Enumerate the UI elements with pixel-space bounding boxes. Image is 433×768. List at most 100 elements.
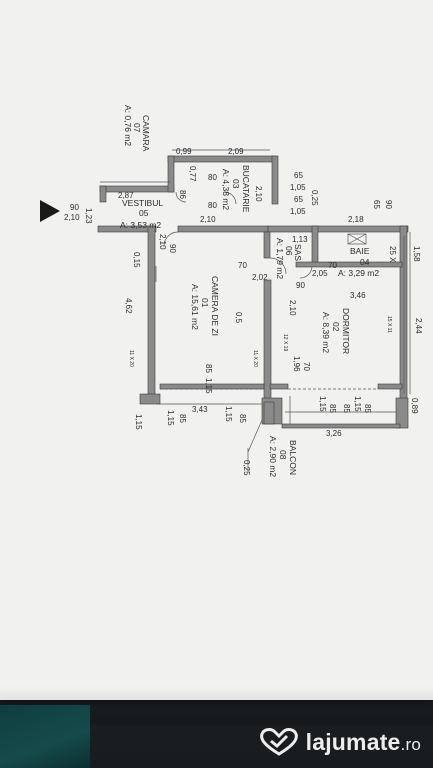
room-sas-num: 06 (284, 246, 294, 256)
dim-label: 1,05 (290, 183, 306, 192)
dim-label: 1,15 (318, 396, 327, 412)
dim-label: 1,15 (134, 414, 143, 430)
dim-label: 0,5 (234, 312, 243, 324)
dim-label: 1,15 (166, 410, 175, 426)
room-baie-area: A: 3,29 m2 (338, 268, 379, 278)
dim-label: 1,96 (292, 356, 301, 372)
room-bucatarie-name: BUCATARIE (241, 165, 251, 213)
dim-label: 2,10 (200, 215, 216, 224)
room-dormitor-name: DORMITOR (341, 308, 351, 354)
dim-label: 1,13 (292, 235, 308, 244)
room-vestibul-name: VESTIBUL (122, 198, 163, 208)
dim-label: 25 X (388, 246, 397, 263)
direction-arrow-icon (40, 200, 60, 222)
dim-label: 90 (384, 200, 393, 209)
dim-label: 86 (178, 190, 187, 199)
dim-label: 2,87 (118, 191, 134, 200)
dim-label: 3,26 (326, 429, 342, 438)
room-camara: CAMARA 07 A: 0,76 m2 (123, 105, 151, 152)
dim-label: 15 X 11 (386, 316, 392, 333)
dim-label: 85 (342, 404, 351, 413)
room-vestibul: VESTIBUL 05 A: 3,53 m2 (120, 198, 163, 230)
dim-label: 1,58 (412, 246, 421, 262)
room-camera-num: 01 (200, 298, 210, 308)
dim-label: 4,62 (124, 298, 133, 314)
teal-cloth (0, 705, 90, 768)
dim-label: 65 (294, 171, 303, 180)
dim-label: 85 (328, 404, 337, 413)
room-sas-name: SAS (293, 244, 303, 261)
heart-check-icon (259, 728, 298, 756)
dim-label: 11 X 20 (128, 350, 134, 367)
room-camara-name: CAMARA (141, 115, 151, 152)
dim-label: 2,05 (312, 269, 328, 278)
dim-label: 2,44 (414, 318, 423, 334)
dim-label: 90 (168, 244, 177, 253)
dim-label: 2,10 (64, 213, 80, 222)
dim-label: 70 (238, 261, 247, 270)
dim-label: 2,02 (252, 273, 268, 282)
dim-label: 2,18 (348, 215, 364, 224)
dim-label: 1,15 (204, 378, 213, 394)
room-baie-name: BAIE (350, 246, 370, 256)
room-balcon: BALCON 08 A: 2,90 m2 (268, 436, 298, 477)
dim-label: 80 (208, 173, 217, 182)
dim-label: 3,43 (192, 405, 208, 414)
dim-label: 1,23 (84, 208, 93, 224)
wall-details (100, 149, 411, 470)
room-dormitor: DORMITOR 02 A: 8,39 m2 (321, 308, 351, 354)
room-camara-num: 07 (132, 123, 142, 133)
dim-label: 1,15 (224, 406, 233, 422)
room-baie: BAIE 04 A: 3,29 m2 (338, 246, 379, 278)
walls (97, 155, 409, 429)
dim-label: 65 (372, 200, 381, 209)
room-camera-name: CAMERA DE ZI (210, 276, 220, 336)
dim-label: 2,09 (228, 147, 244, 156)
dim-label: 85 (178, 414, 187, 423)
dim-label: 1,05 (290, 207, 306, 216)
dim-label: 0,89 (410, 398, 419, 414)
dim-label: 2,10 (254, 186, 263, 202)
dim-label: 85 (238, 414, 247, 423)
dim-label: 90 (70, 203, 79, 212)
dim-label: 70 (328, 261, 337, 270)
room-camera-area: A: 15,61 m2 (190, 284, 200, 330)
dim-label: 1,15 (353, 396, 362, 412)
dim-label: 12 X 19 (282, 334, 288, 351)
room-bucatarie-area: A: 4,38 m2 (221, 169, 231, 210)
brand-name: lajumate.ro (305, 728, 421, 755)
room-bucatarie-num: 03 (231, 179, 241, 189)
room-dormitor-area: A: 8,39 m2 (321, 312, 331, 353)
dim-label: 2,10 (288, 300, 297, 316)
dim-label: 2,10 (158, 234, 167, 250)
dim-label: 65 (294, 195, 303, 204)
dim-label: 0,25 (242, 460, 251, 476)
room-balcon-name: BALCON (288, 440, 298, 475)
room-vestibul-area: A: 3,53 m2 (120, 220, 161, 230)
dim-label: 85 (204, 364, 213, 373)
dim-label: 0,99 (176, 147, 192, 156)
room-balcon-num: 08 (278, 450, 288, 460)
dim-label: 80 (208, 201, 217, 210)
dimension-labels: 0,99 2,09 90 2,10 1,23 2,87 0,77 80 80 8… (64, 147, 423, 476)
floor-plan-paper (0, 0, 433, 700)
dim-label: 0,15 (132, 252, 141, 268)
room-balcon-area: A: 2,90 m2 (268, 436, 278, 477)
dim-label: 11 X 20 (252, 350, 258, 367)
room-bucatarie: BUCATARIE 03 A: 4,38 m2 (221, 165, 251, 213)
room-sas-area: A: 1,79 m2 (275, 238, 285, 279)
room-baie-num: 04 (360, 257, 370, 267)
room-camara-area: A: 0,76 m2 (123, 105, 133, 146)
room-sas: SAS 06 A: 1,79 m2 (275, 238, 303, 279)
room-dormitor-num: 02 (331, 322, 341, 332)
dim-label: 90 (296, 281, 305, 290)
room-camera: CAMERA DE ZI 01 A: 15,61 m2 (190, 276, 220, 336)
dim-label: 70 (302, 362, 311, 371)
dim-label: 3,46 (350, 291, 366, 300)
site-watermark: lajumate.ro (258, 728, 421, 756)
dim-label: 85 (363, 404, 372, 413)
dim-label: 0,77 (188, 166, 197, 182)
room-vestibul-num: 05 (139, 208, 149, 218)
dim-label: 0,25 (310, 190, 319, 206)
